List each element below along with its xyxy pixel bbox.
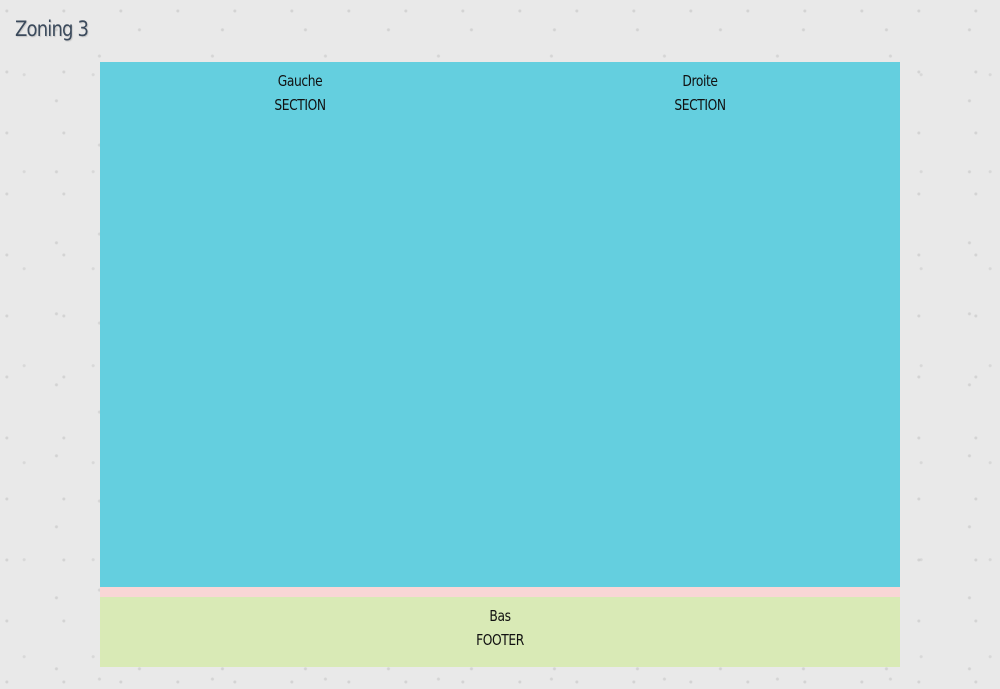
footer-tag: FOOTER bbox=[476, 631, 524, 649]
section-right: Droite SECTION bbox=[500, 62, 900, 587]
zoning-layout: Gauche SECTION Droite SECTION Bas FOOTER bbox=[100, 62, 900, 667]
zone-separator bbox=[100, 587, 900, 597]
page-title: Zoning 3 bbox=[15, 17, 89, 41]
section-right-tag: SECTION bbox=[674, 96, 726, 114]
section-right-label: Droite bbox=[682, 72, 718, 90]
section-left-label: Gauche bbox=[277, 72, 323, 90]
footer-zone: Bas FOOTER bbox=[100, 597, 900, 667]
footer-label: Bas bbox=[489, 607, 511, 625]
sections-zone: Gauche SECTION Droite SECTION bbox=[100, 62, 900, 587]
section-left-tag: SECTION bbox=[274, 96, 326, 114]
section-left: Gauche SECTION bbox=[100, 62, 500, 587]
